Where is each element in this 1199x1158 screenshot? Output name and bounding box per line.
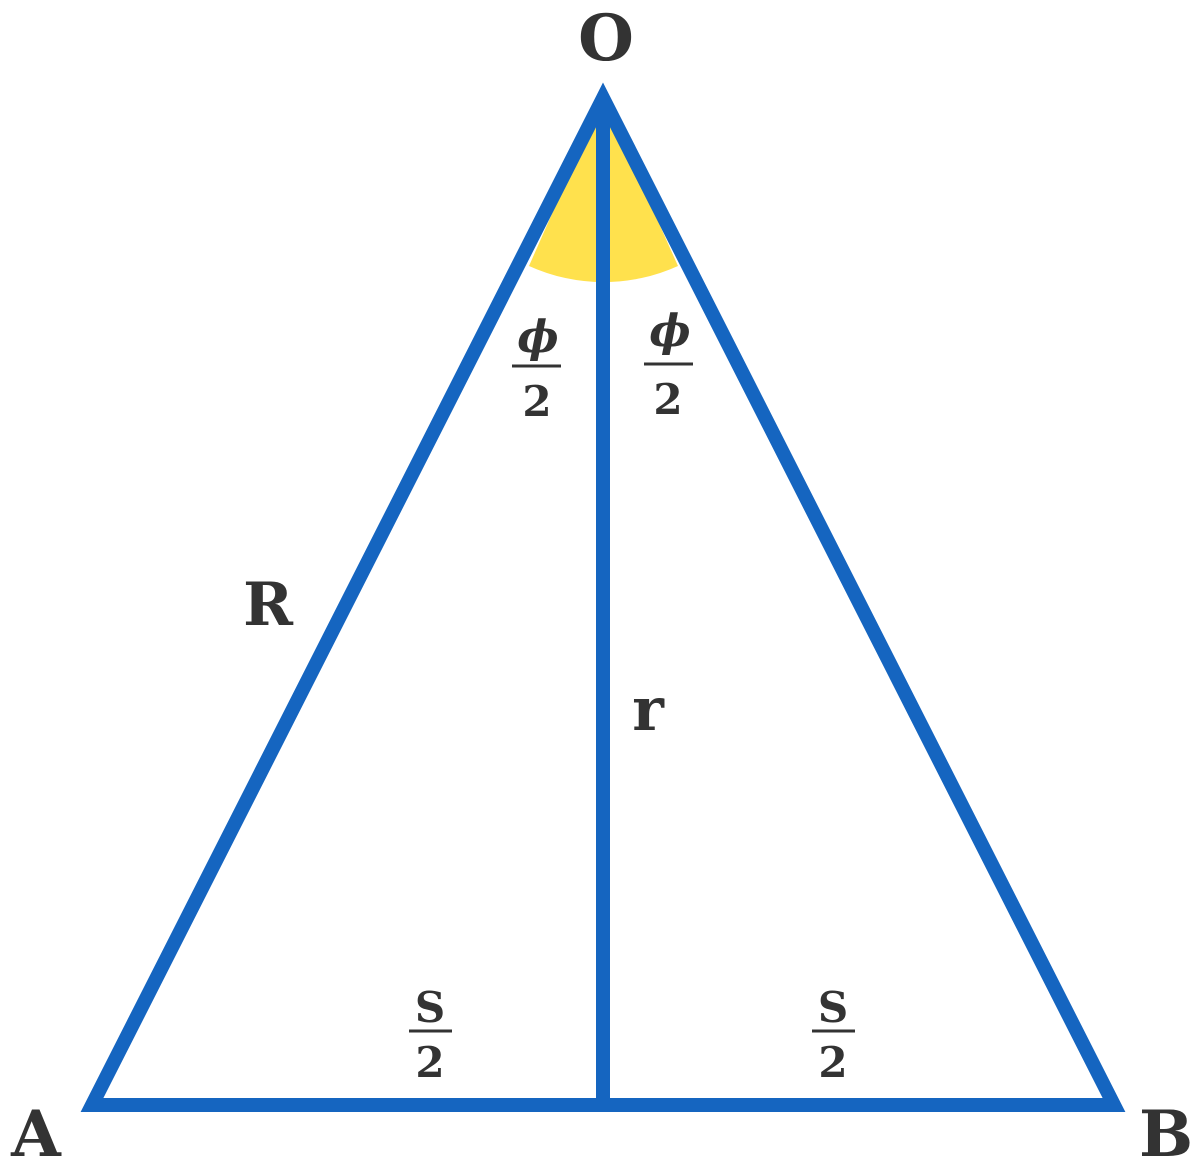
half-base-numerator: S: [415, 983, 445, 1032]
half-angle-numerator: ϕ: [517, 312, 558, 363]
half-base-denominator: 2: [415, 1038, 444, 1087]
vertex-label-a: A: [10, 1097, 62, 1158]
triangle-oab: [80, 82, 1126, 1112]
half-base-numerator: S: [818, 983, 848, 1032]
half-angle-numerator: ϕ: [649, 306, 690, 357]
vertex-label-b: B: [1139, 1097, 1193, 1158]
half-base-fraction-left: S 2: [409, 983, 452, 1087]
half-angle-fraction-right: ϕ 2: [644, 306, 693, 424]
side-label-r-upper: R: [243, 570, 294, 640]
vertex-label-o: O: [578, 1, 634, 76]
altitude-label-r-lower: r: [632, 675, 665, 745]
half-base-fraction-right: S 2: [812, 983, 855, 1087]
half-base-denominator: 2: [818, 1038, 847, 1087]
half-angle-denominator: 2: [653, 375, 682, 424]
half-angle-fraction-left: ϕ 2: [512, 312, 561, 426]
half-angle-denominator: 2: [522, 377, 551, 426]
